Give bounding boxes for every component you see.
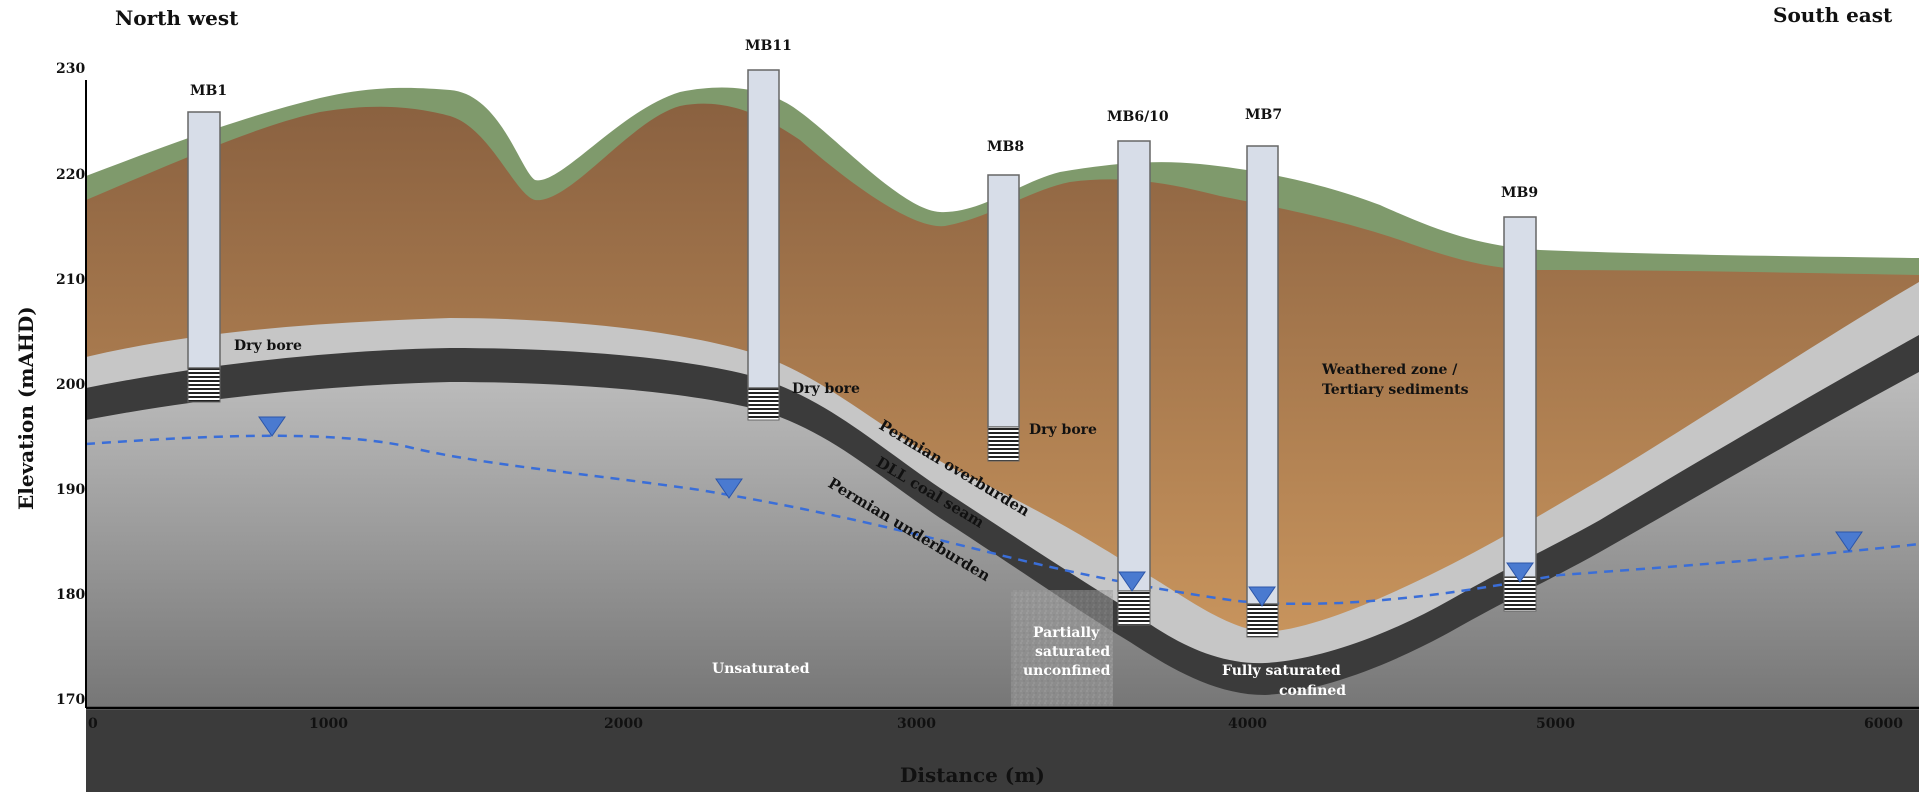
bore-mb11: MB11 [745, 38, 792, 421]
bore-mb7: MB7 [1245, 107, 1282, 638]
water-level-marker-icon [1118, 571, 1146, 592]
x-tick-label: 3000 [897, 716, 936, 732]
dry-bore-note: Dry bore [792, 381, 860, 397]
x-tick-label: 6000 [1864, 716, 1903, 732]
y-tick-label: 230 [56, 61, 85, 77]
bore-casing [747, 69, 780, 389]
water-level-marker-icon [1248, 586, 1276, 607]
y-tick-label: 170 [56, 692, 85, 708]
bore-screen [987, 426, 1020, 462]
bore-casing [187, 111, 221, 369]
y-tick-label: 200 [56, 377, 85, 393]
y-axis-title: Elevation (mAHD) [14, 306, 38, 510]
bore-casing [1503, 216, 1537, 578]
partially-saturated-zone-lower [1011, 590, 1113, 706]
water-table-line [85, 434, 1919, 606]
x-tick-label: 2000 [604, 716, 643, 732]
x-tick-label: 0 [88, 716, 98, 732]
orientation-left: North west [115, 6, 239, 30]
bore-label: MB11 [745, 38, 792, 54]
bore-casing [987, 174, 1020, 428]
bore-screen [747, 387, 780, 421]
underburden-fill [86, 372, 1919, 710]
bore-mb8: MB8 [987, 139, 1024, 462]
bore-screen [1117, 590, 1151, 626]
unsaturated-label: Unsaturated [712, 661, 810, 677]
x-axis-ticks: 0 1000 2000 3000 4000 5000 6000 [88, 716, 1903, 732]
water-level-marker-icon [715, 478, 743, 499]
bore-mb9: MB9 [1501, 185, 1538, 612]
dry-bore-note: Dry bore [234, 338, 302, 354]
bore-casing [1246, 145, 1279, 605]
x-tick-label: 4000 [1228, 716, 1267, 732]
bore-casing [1117, 140, 1151, 592]
fully-saturated-label: Fully saturated [1222, 663, 1341, 679]
y-axis-ticks: 230 220 210 200 190 180 170 [56, 61, 85, 708]
partially-saturated-label: Partially [1033, 625, 1100, 641]
water-level-marker-icon [1835, 531, 1863, 552]
bore-label: MB9 [1501, 185, 1538, 201]
bore-mb1: MB1 [187, 83, 227, 403]
y-tick-label: 210 [56, 272, 85, 288]
bore-screen [1246, 603, 1279, 638]
weathered-zone-label: Weathered zone / [1321, 362, 1458, 378]
bore-label: MB6/10 [1107, 109, 1169, 125]
bore-label: MB1 [190, 83, 227, 99]
bore-screen [187, 367, 221, 403]
dry-bore-note: Dry bore [1029, 422, 1097, 438]
orientation-right: South east [1773, 3, 1893, 27]
y-tick-label: 220 [56, 167, 85, 183]
tertiary-sediments-label: Tertiary sediments [1322, 382, 1469, 398]
fully-saturated-label: confined [1279, 683, 1346, 699]
bore-mb6-10: MB6/10 [1107, 109, 1169, 626]
water-level-marker-icon [1506, 562, 1534, 583]
bore-label: MB8 [987, 139, 1024, 155]
bore-label: MB7 [1245, 107, 1282, 123]
partially-saturated-label: unconfined [1023, 663, 1111, 679]
water-level-marker-icon [258, 416, 286, 437]
partially-saturated-label: saturated [1035, 644, 1110, 660]
x-axis-title: Distance (m) [900, 763, 1045, 787]
x-tick-label: 1000 [309, 716, 348, 732]
y-tick-label: 190 [56, 482, 85, 498]
y-tick-label: 180 [56, 587, 85, 603]
x-tick-label: 5000 [1536, 716, 1575, 732]
